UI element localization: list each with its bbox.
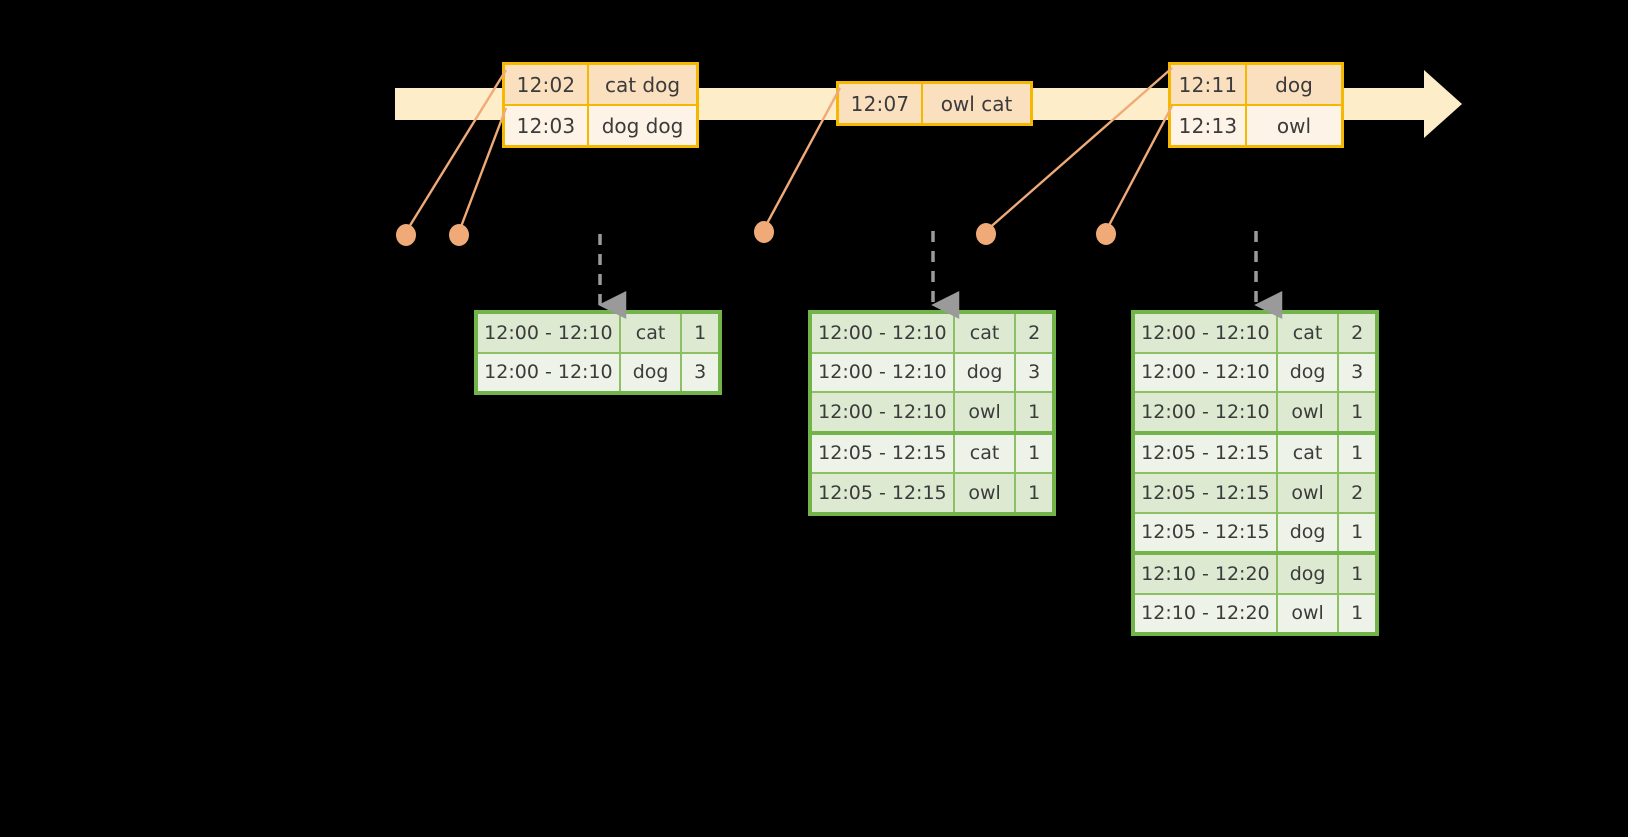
event-time: 12:11 (1171, 65, 1247, 104)
count-cell: 3 (1351, 361, 1364, 384)
connector-dot-3 (754, 221, 774, 243)
window-cell: 12:05 - 12:15 (812, 434, 955, 472)
event-time: 12:07 (839, 84, 923, 123)
count-cell: 1 (1351, 400, 1364, 423)
count-cell: 3 (694, 361, 707, 384)
count-cell: 3 (1028, 361, 1041, 384)
key-cell: cat (955, 434, 1017, 472)
window-cell: 12:00 - 12:10 (1135, 393, 1278, 431)
key-cell: owl (1278, 393, 1340, 431)
connector-dot-1 (396, 224, 416, 246)
key-cell: dog (1278, 513, 1340, 551)
count-cell: 1 (1028, 481, 1041, 504)
key-cell: dog (1278, 353, 1340, 391)
window-cell: 12:10 - 12:20 (1135, 555, 1278, 593)
count-cell: 1 (1028, 442, 1041, 465)
window-cell: 12:00 - 12:10 (812, 353, 955, 391)
count-cell: 1 (1351, 562, 1364, 585)
event-value: owl cat (940, 91, 1013, 116)
window-cell: 12:05 - 12:15 (1135, 513, 1278, 551)
count-cell: 1 (694, 321, 707, 344)
connector-dot-5 (1096, 223, 1116, 245)
key-cell: owl (955, 393, 1017, 431)
window-cell: 12:00 - 12:10 (1135, 314, 1278, 352)
key-cell: dog (955, 353, 1017, 391)
window-cell: 12:05 - 12:15 (1135, 474, 1278, 512)
count-cell: 1 (1351, 521, 1364, 544)
key-cell: dog (621, 353, 683, 391)
event-box-2: 12:07 owl cat (836, 81, 1033, 126)
key-cell: owl (955, 474, 1017, 512)
timeline-arrow-head-icon (1424, 70, 1462, 138)
window-cell: 12:05 - 12:15 (1135, 434, 1278, 472)
event-row: 12:02 cat dog (505, 65, 696, 104)
key-cell: cat (1278, 434, 1340, 472)
count-cell: 1 (1351, 602, 1364, 625)
count-cell: 2 (1028, 321, 1041, 344)
count-cell: 1 (1028, 400, 1041, 423)
key-cell: owl (1278, 474, 1340, 512)
key-cell: cat (955, 314, 1017, 352)
event-row: 12:07 owl cat (839, 84, 1030, 123)
key-cell: dog (1278, 555, 1340, 593)
event-value: owl (1276, 113, 1312, 138)
event-time: 12:03 (505, 106, 589, 145)
count-cell: 1 (1351, 442, 1364, 465)
window-cell: 12:00 - 12:10 (478, 353, 621, 391)
flow-arrows-group (598, 231, 1283, 319)
event-box-1: 12:02 cat dog 12:03 dog dog (502, 62, 699, 148)
event-time: 12:02 (505, 65, 589, 104)
connector-line-5 (1104, 105, 1174, 232)
event-value: dog dog (601, 113, 684, 138)
window-cell: 12:00 - 12:10 (812, 393, 955, 431)
event-row: 12:03 dog dog (505, 104, 696, 145)
count-cell: 2 (1351, 481, 1364, 504)
count-cell: 2 (1351, 321, 1364, 344)
connector-dots-group (396, 221, 1116, 246)
window-cell: 12:10 - 12:20 (1135, 594, 1278, 632)
event-row: 12:11 dog (1171, 65, 1341, 104)
window-cell: 12:00 - 12:10 (1135, 353, 1278, 391)
window-cell: 12:00 - 12:10 (478, 314, 621, 352)
event-value: dog (1275, 72, 1313, 97)
window-cell: 12:05 - 12:15 (812, 474, 955, 512)
window-cell: 12:00 - 12:10 (812, 314, 955, 352)
event-row: 12:13 owl (1171, 104, 1341, 145)
event-value: cat dog (604, 72, 681, 97)
connector-dot-4 (976, 223, 996, 245)
key-cell: cat (1278, 314, 1340, 352)
key-cell: owl (1278, 594, 1340, 632)
event-time: 12:13 (1171, 106, 1247, 145)
connector-line-2 (457, 107, 508, 233)
event-box-3: 12:11 dog 12:13 owl (1168, 62, 1344, 148)
key-cell: cat (621, 314, 683, 352)
connector-dot-2 (449, 224, 469, 246)
